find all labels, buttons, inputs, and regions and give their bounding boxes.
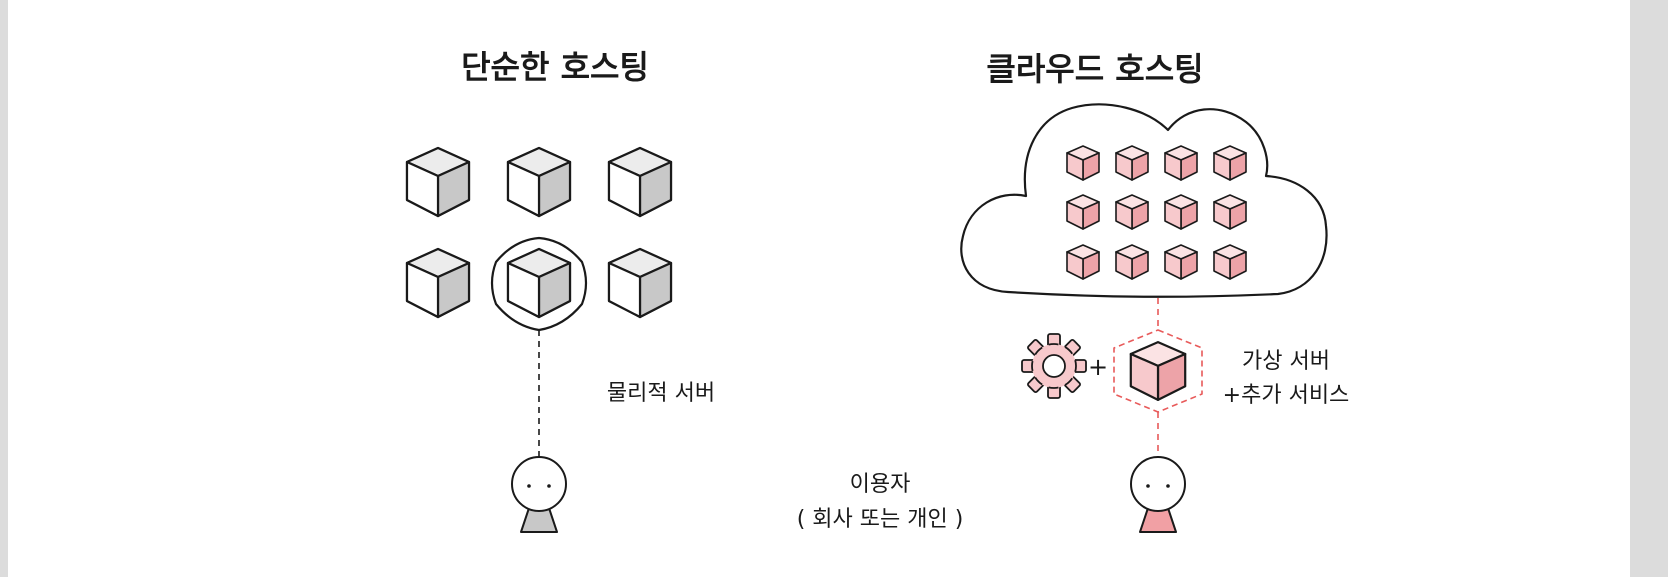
server-cube-icon — [1213, 194, 1247, 230]
server-cube-icon — [1213, 244, 1247, 280]
server-cube-icon — [607, 146, 673, 218]
extra-services-label: +추가 서비스 — [1223, 383, 1350, 408]
left-title: 단순한 호스팅 — [461, 48, 649, 86]
user-icon — [1130, 456, 1186, 533]
server-cube-icon — [1164, 145, 1198, 181]
server-cube-icon — [1164, 244, 1198, 280]
server-cube-icon — [1066, 145, 1100, 181]
physical-servers-group — [405, 146, 673, 332]
diagram-canvas: 단순한 호스팅 물리적 서버 클라우드 호스팅 — [8, 0, 1630, 577]
server-cube-icon — [1213, 145, 1247, 181]
virtual-server-outline — [1113, 329, 1203, 413]
user-caption-title: 이용자 — [850, 472, 911, 497]
server-cube-icon — [1066, 194, 1100, 230]
user-icon — [511, 456, 567, 533]
plus-sign: + — [1088, 353, 1108, 381]
gear-icon — [1021, 333, 1087, 399]
physical-server-label: 물리적 서버 — [607, 381, 715, 406]
user-caption-subtitle: ( 회사 또는 개인 ) — [797, 507, 964, 532]
server-cube-icon — [607, 247, 673, 319]
server-cube-icon — [1164, 194, 1198, 230]
server-cube-icon — [1066, 244, 1100, 280]
server-cube-icon — [1115, 194, 1149, 230]
right-title: 클라우드 호스팅 — [986, 50, 1203, 88]
diagram-svg: 단순한 호스팅 물리적 서버 클라우드 호스팅 — [405, 48, 1350, 533]
virtual-server-cube-icon — [1129, 340, 1187, 402]
virtual-server-label: 가상 서버 — [1242, 349, 1330, 374]
server-cube-icon — [1115, 244, 1149, 280]
server-cube-icon — [405, 146, 471, 218]
server-cube-icon-selected — [506, 247, 572, 319]
server-cube-icon — [1115, 145, 1149, 181]
server-cube-icon — [405, 247, 471, 319]
server-cube-icon — [506, 146, 572, 218]
